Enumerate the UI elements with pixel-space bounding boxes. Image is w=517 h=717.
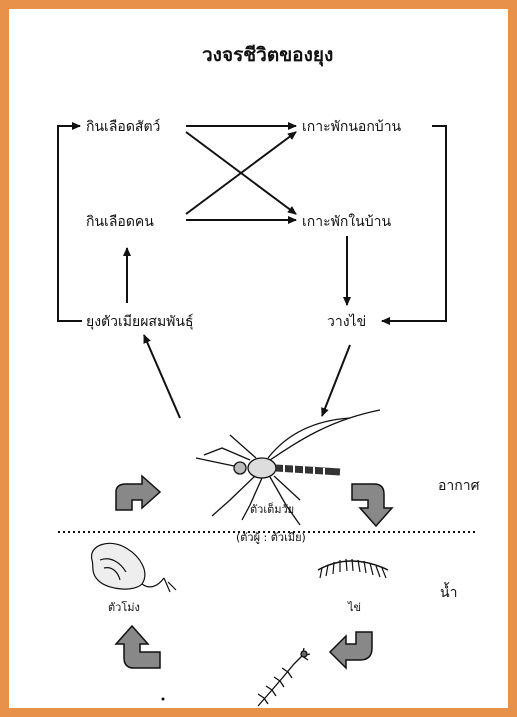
environment-air-label: อากาศ (438, 475, 480, 497)
cycle-arrow-bottom-left (116, 626, 160, 668)
cycle-arrow-bottom-right (330, 632, 372, 668)
node-rest-outside-house: เกาะพักนอกบ้าน (302, 116, 401, 138)
larva-drawing (258, 648, 310, 706)
stage-adult-sex-label: (ตัวผู้ : ตัวเมีย) (236, 528, 306, 546)
node-lay-eggs: วางไข่ (327, 311, 366, 333)
node-feed-animal-blood: กินเลือดสัตว์ (86, 116, 160, 138)
node-rest-inside-house: เกาะพักในบ้าน (302, 211, 391, 233)
cycle-arrow-top-right (352, 484, 392, 526)
environment-water-label: น้ำ (440, 582, 457, 604)
arrow-lay-eggs-to-adult (322, 345, 350, 416)
diagram-title: วงจรชีวิตของยุง (202, 40, 333, 70)
stage-adult-label: ตัวเต็มวัย (250, 500, 294, 518)
pupa-drawing (92, 543, 176, 592)
node-female-mating: ยุงตัวเมียผสมพันธุ์ (86, 311, 194, 333)
arrow-outside-to-lay-eggs (382, 126, 446, 321)
larva-dot (162, 698, 165, 701)
arrow-mating-to-feed-animal (58, 126, 82, 321)
arrow-adult-to-mating (144, 335, 180, 418)
node-feed-human-blood: กินเลือดคน (86, 211, 154, 233)
cycle-arrow-top-left (116, 476, 160, 510)
stage-pupa-label: ตัวโม่ง (108, 598, 140, 616)
stage-eggs-label: ไข่ (348, 598, 361, 616)
egg-raft-drawing (318, 559, 388, 578)
